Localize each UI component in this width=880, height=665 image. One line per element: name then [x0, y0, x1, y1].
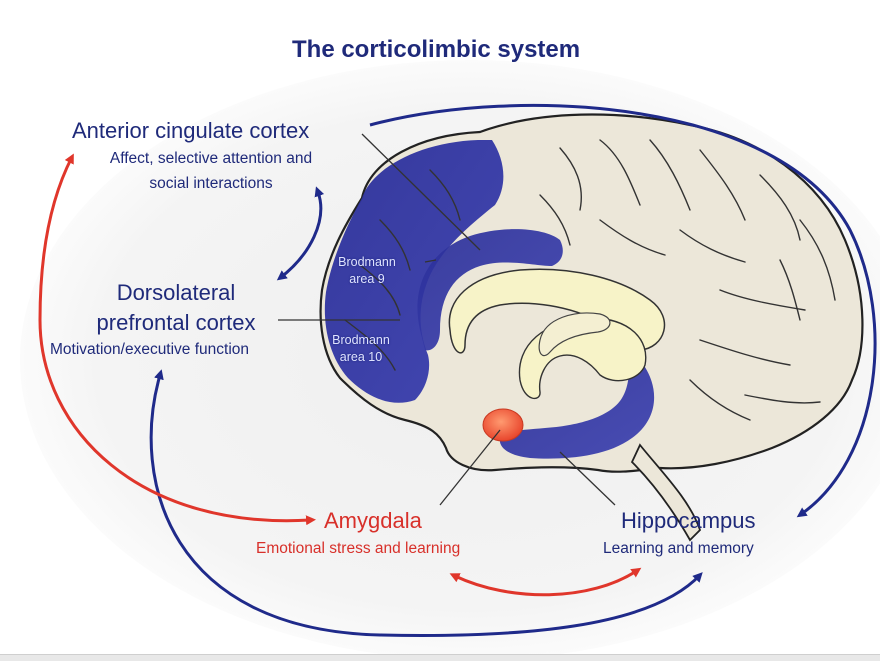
cingulate-region [417, 229, 563, 351]
brodmann-9-line1: Brodmann [338, 255, 396, 269]
brain-sulci [344, 139, 836, 421]
thalamus [538, 312, 611, 357]
acc-description-1: Affect, selective attention and [109, 150, 313, 167]
amygdala-label: Amygdala [324, 508, 422, 533]
arrow-acc-to-hippocampus [369, 104, 877, 518]
dlpfc-label-1: Dorsolateral [116, 280, 236, 305]
brodmann-10-line1: Brodmann [332, 333, 390, 347]
hippocampus-description: Learning and memory [603, 540, 754, 557]
prefrontal-region [324, 140, 504, 403]
brodmann-9-line2: area 9 [349, 272, 385, 286]
dlpfc-label-2: prefrontal cortex [96, 310, 256, 335]
amygdala-description: Emotional stress and learning [256, 540, 461, 557]
brodmann-10-line2: area 10 [339, 350, 383, 364]
arrow-amygdala-acc [38, 153, 316, 526]
hippocampus-label: Hippocampus [621, 508, 756, 533]
acc-label: Anterior cingulate cortex [72, 118, 310, 143]
arrow-amygdala-hippocampus [449, 567, 642, 597]
brodmann-9-label: Brodmann area 9 [332, 254, 402, 288]
acc-description-2: social interactions [149, 175, 273, 192]
amygdala-region [482, 408, 524, 442]
dlpfc-description: Motivation/executive function [50, 341, 250, 358]
bottom-edge [0, 654, 880, 661]
diagram-title: The corticolimbic system [292, 36, 581, 63]
brodmann-10-label: Brodmann area 10 [324, 332, 398, 366]
